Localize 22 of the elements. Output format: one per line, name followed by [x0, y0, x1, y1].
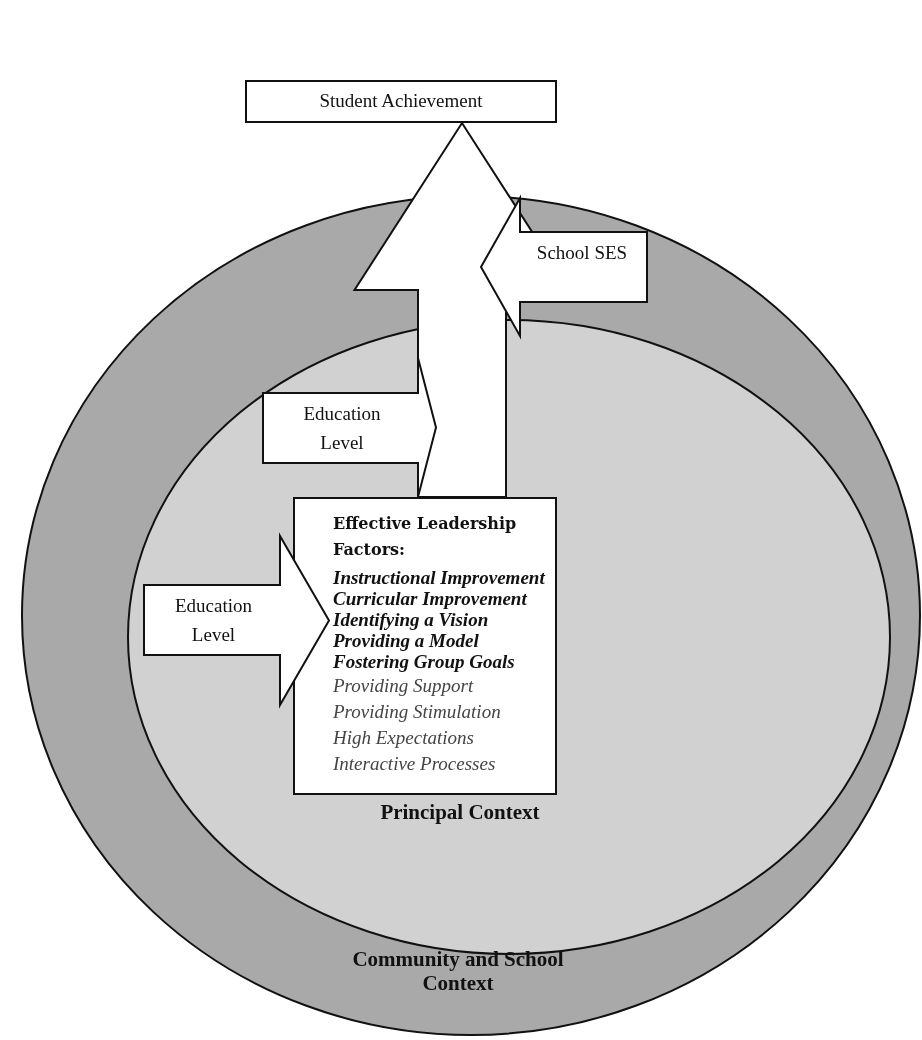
factor-item: Providing Stimulation: [333, 701, 502, 723]
factor-item: Fostering Group Goals: [333, 651, 516, 673]
box-heading: Effective Leadership Factors:: [333, 513, 518, 561]
block-arrow: [143, 535, 330, 706]
region-label: Principal Context: [379, 800, 541, 825]
factor-item: High Expectations: [333, 727, 475, 749]
outer-context-circle: [21, 195, 921, 1036]
factors-box: [293, 497, 557, 795]
factor-item: Interactive Processes: [333, 753, 497, 775]
factor-item: Providing Support: [333, 675, 475, 697]
block-arrow: [262, 357, 437, 498]
region-label: Community and School Context: [351, 947, 565, 996]
arrow-label: Education Level: [302, 402, 382, 455]
block-arrow: [480, 197, 648, 337]
box-title: Student Achievement: [318, 90, 484, 112]
factor-item: Identifying a Vision: [333, 609, 490, 631]
outcome-box: [245, 80, 557, 123]
factor-item: Instructional Improvement: [333, 567, 547, 589]
arrow-label: School SES: [535, 241, 629, 265]
arrow-label: Education Level: [174, 594, 253, 647]
factor-item: Providing a Model: [333, 630, 480, 652]
factor-item: Curricular Improvement: [333, 588, 529, 610]
